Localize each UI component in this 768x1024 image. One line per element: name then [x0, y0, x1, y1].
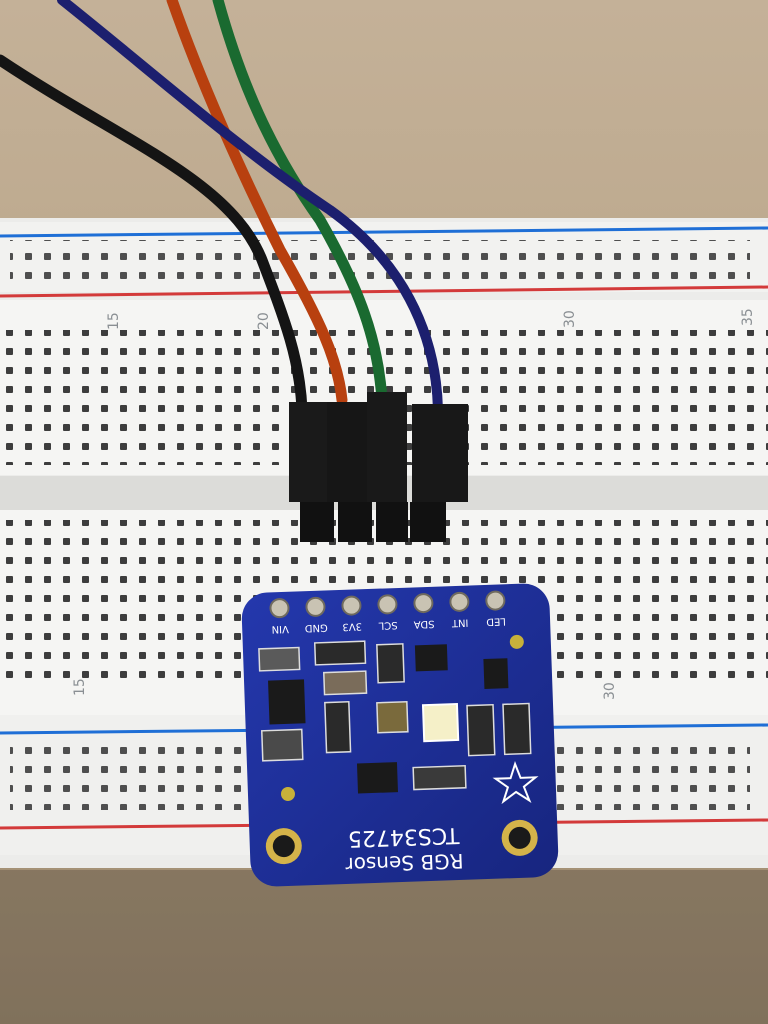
pin-sda: [413, 593, 434, 614]
white-led: [421, 702, 460, 743]
connector-tip-2: [338, 502, 372, 542]
smd-components: [258, 634, 532, 801]
board-title: TCS34725: [347, 822, 460, 851]
transistor-1: [414, 644, 448, 672]
orange-wire: [166, 0, 348, 406]
row-number-bottom-15: 15: [72, 678, 88, 696]
connector-tip-1: [300, 502, 334, 542]
pin-label-vin: VIN: [271, 623, 289, 635]
adafruit-star-logo-icon: [492, 761, 539, 805]
capacitor-5: [412, 764, 467, 791]
resistor-3: [466, 703, 496, 757]
black-connector: [289, 402, 327, 502]
pin-label-scl: SCL: [378, 619, 398, 631]
board-subtitle: RGB Sensor: [344, 849, 464, 877]
pin-label-sda: SDA: [413, 618, 434, 630]
pin-3v3: [341, 595, 362, 616]
solder-pad-small-2: [280, 786, 295, 801]
capacitor-1: [258, 646, 301, 672]
green-wire: [212, 0, 388, 406]
pin-label-led: LED: [486, 615, 506, 627]
transistor-2: [483, 658, 509, 690]
top-rail-red-line: [0, 285, 768, 298]
pin-label-3v3: 3V3: [342, 620, 362, 632]
blue-wire: [57, 0, 443, 415]
row-number-bottom-30: 30: [602, 682, 618, 700]
connector-tip-4: [410, 502, 446, 542]
resistor-4: [502, 702, 532, 756]
orange-connector: [327, 402, 367, 502]
mounting-hole-left-inner: [272, 835, 295, 858]
pin-led: [485, 590, 506, 611]
pin-scl: [377, 594, 398, 615]
row-number-top-20: 20: [256, 312, 272, 330]
mounting-hole-right-inner: [508, 826, 531, 849]
resistor-2: [376, 643, 405, 684]
row-number-top-35: 35: [740, 308, 756, 326]
pin-label-gnd: GND: [304, 621, 328, 633]
dupont-connectors: [289, 392, 468, 542]
solder-pad-small: [509, 634, 524, 649]
tcs34725-sensor-chip: [376, 700, 409, 734]
pin-label-int: INT: [451, 617, 469, 629]
row-number-top-30: 30: [562, 310, 578, 328]
connector-tip-3: [376, 502, 408, 542]
resistor-1: [313, 640, 367, 666]
row-number-top-15: 15: [106, 312, 122, 330]
regulator: [268, 679, 306, 725]
black-wire: [0, 54, 308, 416]
header-pins: [269, 590, 506, 619]
capacitor-3: [324, 700, 352, 754]
capacitor-2: [323, 670, 368, 696]
pin-int: [449, 591, 470, 612]
jumper-wires: [0, 0, 443, 416]
transistor-3: [356, 762, 398, 794]
shadow-area: [0, 870, 768, 1024]
top-rail-blue-line: [0, 226, 768, 238]
sensor-board: VIN GND 3V3 SCL SDA INT LED: [241, 583, 559, 887]
blue-connector: [412, 404, 468, 502]
pin-gnd: [305, 596, 326, 617]
capacitor-4: [260, 728, 304, 762]
green-connector: [367, 392, 407, 502]
pin-vin: [269, 598, 290, 619]
